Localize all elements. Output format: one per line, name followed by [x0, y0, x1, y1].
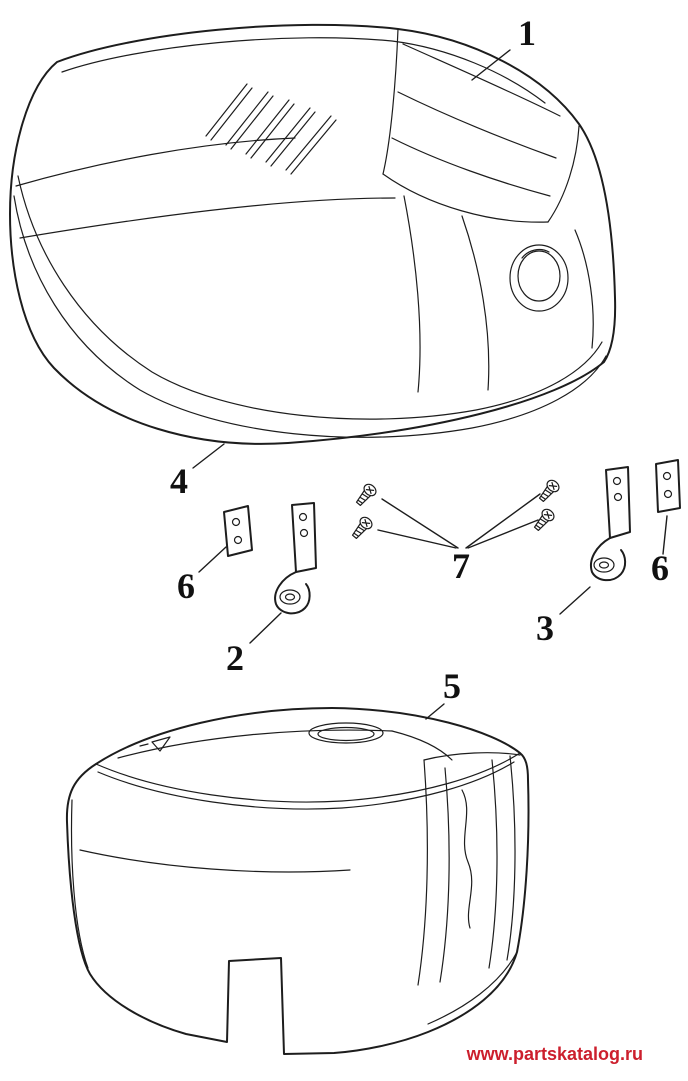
retainer-plate-left	[223, 505, 253, 557]
rear-panel-lines	[382, 28, 594, 393]
top-engine-cover-drawing	[9, 23, 617, 445]
leader-part-6-left	[198, 546, 227, 573]
retainer-plate-right	[655, 459, 681, 513]
callout-labels: 1 4 6 2 7 3 6 5	[170, 13, 669, 706]
screw-icon	[355, 483, 377, 506]
screw-icon	[538, 479, 560, 502]
screw-icon	[351, 516, 373, 539]
leader-part-7-a	[381, 498, 459, 549]
leader-part-7-d	[467, 519, 539, 549]
screw-icon	[533, 508, 555, 531]
lower-cover-outline	[65, 707, 530, 1055]
screws-group	[351, 479, 560, 539]
vent-slats	[205, 83, 337, 175]
callout-part-7: 7	[452, 546, 470, 586]
leader-part-3	[559, 586, 591, 615]
callout-part-4: 4	[170, 461, 188, 501]
leader-part-1	[471, 49, 511, 81]
callout-part-5: 5	[443, 666, 461, 706]
lower-engine-cover-drawing	[65, 707, 530, 1055]
top-cover-outline	[9, 23, 617, 445]
callout-part-6-left: 6	[177, 566, 195, 606]
callout-part-6-right: 6	[651, 548, 669, 588]
callout-part-3: 3	[536, 608, 554, 648]
leader-part-7-c	[465, 493, 541, 549]
leader-part-2	[249, 612, 282, 644]
callout-part-1: 1	[518, 13, 536, 53]
leader-part-6-right	[662, 515, 668, 555]
hook-bracket-left	[274, 502, 317, 615]
watermark-url: www.partskatalog.ru	[466, 1044, 643, 1064]
leader-part-4	[192, 443, 225, 469]
leader-part-7-b	[377, 529, 457, 549]
leader-part-5	[425, 703, 445, 720]
hook-bracket-right	[590, 466, 631, 582]
side-panel-lines	[417, 752, 521, 986]
leader-lines	[192, 49, 668, 720]
emblem-circle	[509, 244, 569, 312]
callout-part-2: 2	[226, 638, 244, 678]
